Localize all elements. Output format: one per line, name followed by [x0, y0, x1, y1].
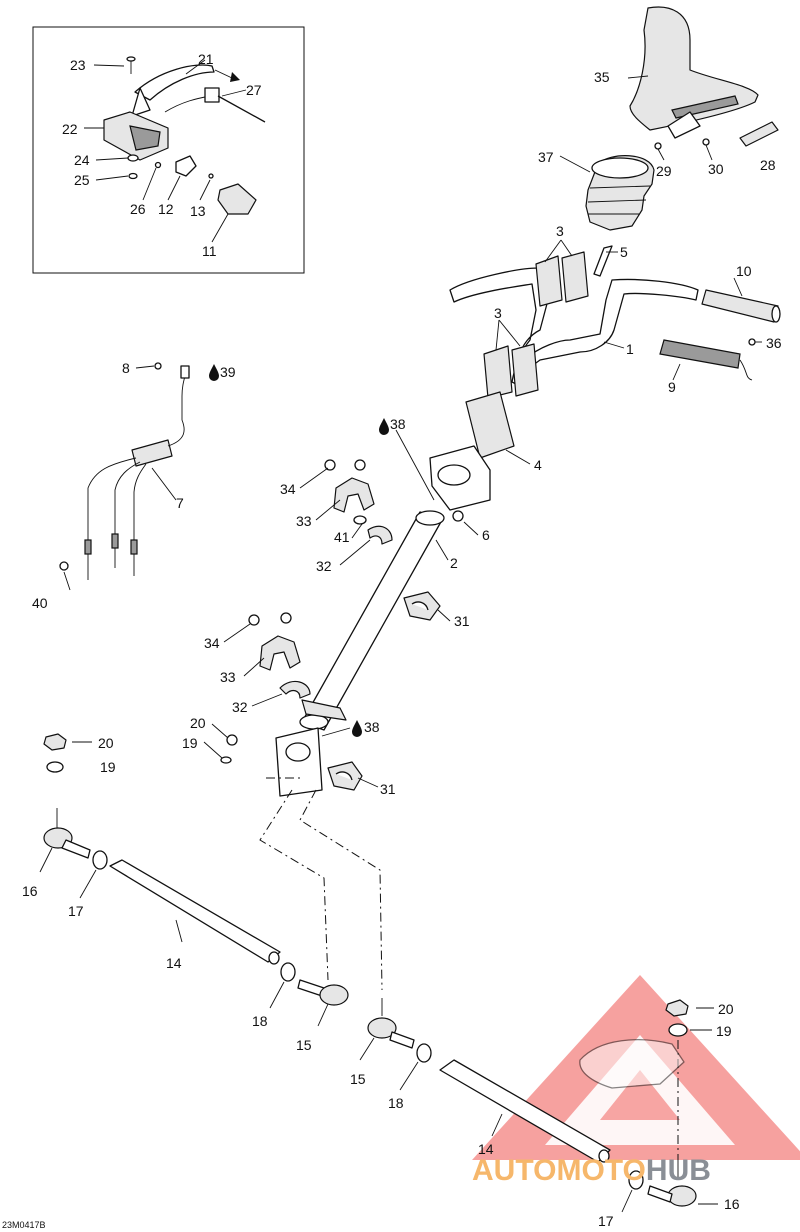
figure-code: 23M0417B [2, 1220, 46, 1230]
label-1: 1 [626, 341, 634, 357]
label-22: 22 [62, 121, 78, 137]
column-clamps-group [203, 459, 393, 764]
label-14a: 14 [166, 955, 182, 971]
label-14b: 14 [478, 1141, 494, 1157]
label-30: 30 [708, 161, 724, 177]
throttle-housing-group [84, 56, 266, 243]
label-25: 25 [74, 172, 90, 188]
label-41: 41 [334, 529, 350, 545]
label-16a: 16 [22, 883, 38, 899]
label-27: 27 [246, 82, 262, 98]
steering-column-group [275, 429, 479, 797]
label-31b: 31 [380, 781, 396, 797]
label-19a: 19 [100, 759, 116, 775]
label-33a: 33 [296, 513, 312, 529]
label-33b: 33 [220, 669, 236, 685]
label-18b: 18 [388, 1095, 404, 1111]
label-11: 11 [202, 243, 217, 259]
label-38a: 38 [390, 416, 406, 432]
inset-frame [32, 26, 305, 274]
label-35: 35 [594, 69, 610, 85]
label-16b: 16 [724, 1196, 740, 1212]
label-34a: 34 [280, 481, 296, 497]
handlebar-group [429, 239, 781, 511]
label-3a: 3 [556, 223, 564, 239]
label-39: 39 [220, 364, 236, 380]
label-19b: 19 [182, 735, 198, 751]
tie-rods-group [39, 733, 718, 1213]
drop-icon [209, 364, 389, 737]
label-29: 29 [656, 163, 672, 179]
label-10: 10 [736, 263, 752, 279]
label-5: 5 [620, 244, 628, 260]
label-3b: 3 [494, 305, 502, 321]
label-23: 23 [70, 57, 86, 73]
label-4: 4 [534, 457, 542, 473]
label-2: 2 [450, 555, 458, 571]
label-20a: 20 [98, 735, 114, 751]
label-19c: 19 [716, 1023, 732, 1039]
watermark-brand-right: HUB [646, 1154, 711, 1187]
label-34b: 34 [204, 635, 220, 651]
label-12: 12 [158, 201, 174, 217]
label-40: 40 [32, 595, 48, 611]
label-6: 6 [482, 527, 490, 543]
label-32b: 32 [232, 699, 248, 715]
label-8: 8 [122, 360, 130, 376]
label-20b: 20 [190, 715, 206, 731]
label-18a: 18 [252, 1013, 268, 1029]
watermark-brand-left: AUTOMOTO [472, 1154, 646, 1187]
part-labels: 1 2 3 3 4 5 6 7 8 9 10 11 12 13 14 14 15… [22, 51, 782, 1229]
label-32a: 32 [316, 558, 332, 574]
label-13: 13 [190, 203, 206, 219]
label-7: 7 [176, 495, 184, 511]
label-20c: 20 [718, 1001, 734, 1017]
label-26: 26 [130, 201, 146, 217]
label-15a: 15 [296, 1037, 312, 1053]
label-28: 28 [760, 157, 776, 173]
label-24: 24 [74, 152, 90, 168]
label-21: 21 [198, 51, 214, 67]
label-37: 37 [538, 149, 554, 165]
label-17a: 17 [68, 903, 84, 919]
label-31a: 31 [454, 613, 470, 629]
watermark-text: AUTOMOTOHUB [472, 1154, 711, 1187]
label-38b: 38 [364, 719, 380, 735]
cable-assembly-group [59, 362, 190, 591]
label-15b: 15 [350, 1071, 366, 1087]
handlebar-pad-group [559, 6, 779, 231]
label-17b: 17 [598, 1213, 614, 1229]
label-9: 9 [668, 379, 676, 395]
label-36: 36 [766, 335, 782, 351]
